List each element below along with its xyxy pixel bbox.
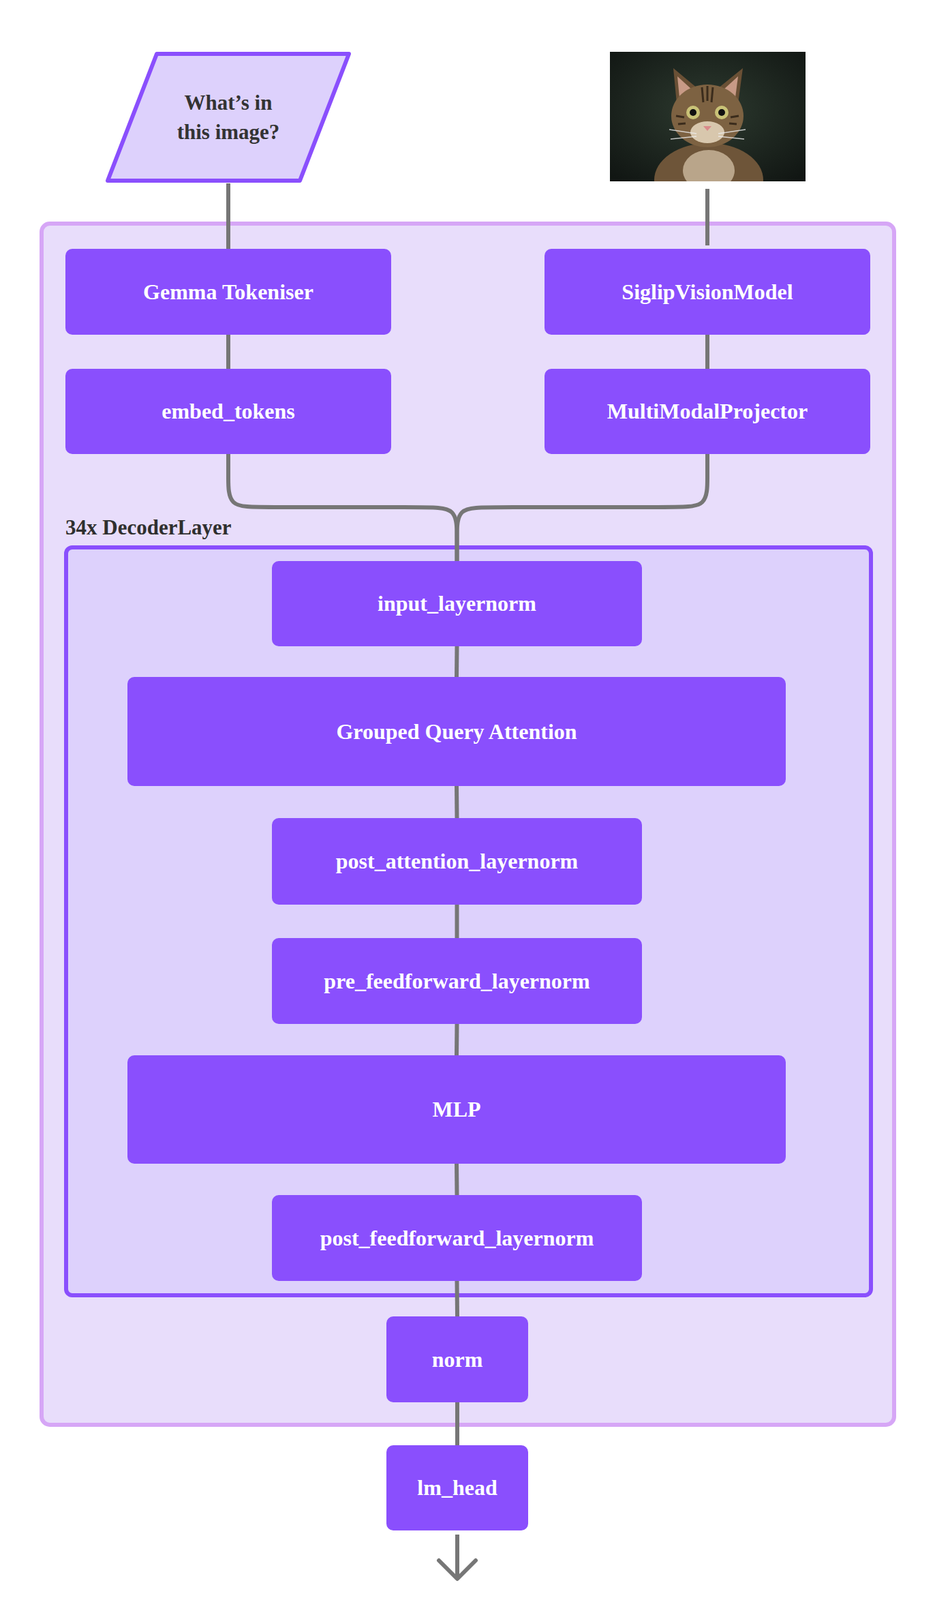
cat-photo xyxy=(609,51,806,182)
group-heading: 34x DecoderLayer xyxy=(65,515,232,540)
process-box: post_feedforward_layernorm xyxy=(271,1194,642,1281)
node-label: lm_head xyxy=(417,1474,497,1500)
cat-eye xyxy=(686,105,700,120)
node-label: input_layernorm xyxy=(377,590,537,617)
cat-whiskers xyxy=(669,129,746,140)
node-label: pre_feedforward_layernorm xyxy=(323,968,590,994)
process-box: embed_tokens xyxy=(65,368,392,454)
layer-group: 34x DecoderLayerinput_layernormGrouped Q… xyxy=(64,545,873,1297)
node-label: post_attention_layernorm xyxy=(335,848,579,874)
process-box: norm xyxy=(386,1315,529,1402)
cat-nose xyxy=(703,126,712,131)
node-label: Gemma Tokeniser xyxy=(143,279,314,305)
parallelogram-outline xyxy=(107,53,349,181)
cat-pupil xyxy=(718,109,726,116)
cat-body xyxy=(654,143,764,182)
cat-stripes xyxy=(676,85,739,125)
cat-pupil xyxy=(689,109,697,116)
process-box: SiglipVisionModel xyxy=(544,248,871,335)
connector xyxy=(226,183,231,249)
image-wire xyxy=(705,188,710,246)
model-frame xyxy=(41,223,895,1425)
cat-eye xyxy=(714,105,729,120)
node-label: post_feedforward_layernorm xyxy=(320,1225,595,1251)
connector xyxy=(455,1401,460,1445)
output-arrow-head xyxy=(438,1559,476,1579)
process-box: MLP xyxy=(127,1054,786,1164)
parallelogram-shape xyxy=(104,51,352,184)
cat-muzzle xyxy=(690,121,725,144)
process-box: MultiModalProjector xyxy=(544,368,871,454)
process-box: input_layernorm xyxy=(271,560,642,647)
process-box: pre_feedforward_layernorm xyxy=(271,937,642,1024)
node-label: SiglipVisionModel xyxy=(621,279,793,305)
input-prompt: What’s in this image? xyxy=(104,51,352,184)
node-label: Grouped Query Attention xyxy=(335,718,577,745)
process-box: post_attention_layernorm xyxy=(271,817,642,905)
process-box: lm_head xyxy=(386,1444,529,1530)
node-label: What’s in this image? xyxy=(172,87,285,148)
node-label: norm xyxy=(432,1346,484,1372)
connector xyxy=(705,334,710,369)
process-box: Grouped Query Attention xyxy=(127,676,786,786)
node-label: MLP xyxy=(432,1096,481,1122)
cat-chest xyxy=(682,149,735,182)
output-arrow-shaft xyxy=(455,1534,460,1577)
process-box: Gemma Tokeniser xyxy=(65,248,392,335)
node-label: MultiModalProjector xyxy=(607,398,808,424)
node-label: embed_tokens xyxy=(161,398,296,424)
connector xyxy=(226,334,231,369)
